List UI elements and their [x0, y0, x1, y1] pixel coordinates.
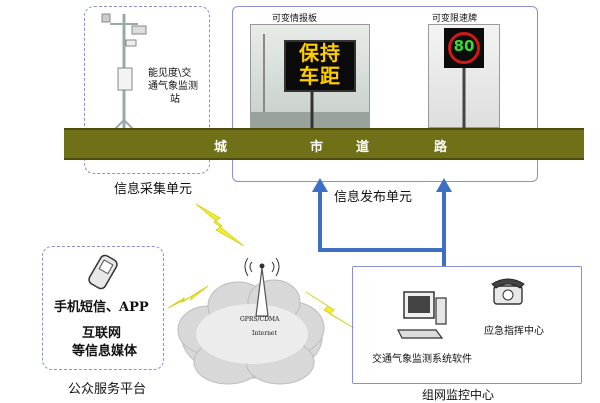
software-label: 交通气象监测系统软件	[372, 354, 472, 365]
speed-sign-caption: 可变限速牌	[432, 14, 478, 24]
vms-scene-icon	[250, 34, 370, 128]
lightning-icon-right	[305, 291, 355, 329]
media-label-line-2: 等信息媒体	[72, 344, 138, 359]
station-label-line-1: 能见度\交	[148, 68, 192, 79]
speed-sign-pole-icon	[462, 68, 466, 128]
station-label-line-2: 通气象监测	[148, 81, 198, 92]
road-char-1: 城	[214, 140, 228, 155]
speed-limit-sign: 80	[444, 28, 484, 68]
speed-limit-value: 80	[453, 37, 475, 55]
vms-text-line-2: 车距	[299, 64, 341, 88]
publish-arrows	[312, 178, 452, 266]
collection-unit-title: 信息采集单元	[114, 182, 193, 197]
lightning-icon-left	[167, 285, 209, 309]
monitor-center-box	[352, 266, 582, 384]
vms-caption: 可变情报板	[272, 14, 318, 24]
road-char-4: 路	[434, 140, 448, 155]
sms-app-label: 手机短信、APP	[54, 300, 149, 315]
publish-unit-box	[232, 6, 538, 182]
network-cloud-icon	[177, 257, 325, 385]
publish-unit-title: 信息发布单元	[334, 190, 413, 205]
computer-icon	[397, 291, 447, 339]
city-road-bar: 城 市 道 路	[64, 128, 584, 160]
internet-label: Internet	[252, 330, 277, 337]
station-label-line-3: 站	[170, 94, 180, 105]
network-label: GPRS/CDMA	[240, 316, 280, 323]
telephone-icon	[491, 278, 525, 305]
road-char-2: 市	[310, 140, 324, 155]
collection-unit-box	[84, 6, 210, 174]
weather-station-icon	[101, 13, 147, 131]
speed-ring-icon	[448, 32, 480, 64]
media-label-line-1: 互联网	[82, 326, 122, 341]
mobile-phone-icon	[88, 254, 118, 290]
public-platform-box	[42, 246, 164, 370]
road-char-3: 道	[356, 140, 370, 155]
vms-text-line-1: 保持	[299, 41, 341, 65]
public-platform-title: 公众服务平台	[68, 382, 147, 397]
vms-board: 保持 车距	[284, 40, 356, 92]
command-center-label: 应急指挥中心	[484, 326, 544, 337]
lightning-icon-top	[195, 203, 245, 247]
monitor-center-title: 组网监控中心	[422, 388, 495, 402]
